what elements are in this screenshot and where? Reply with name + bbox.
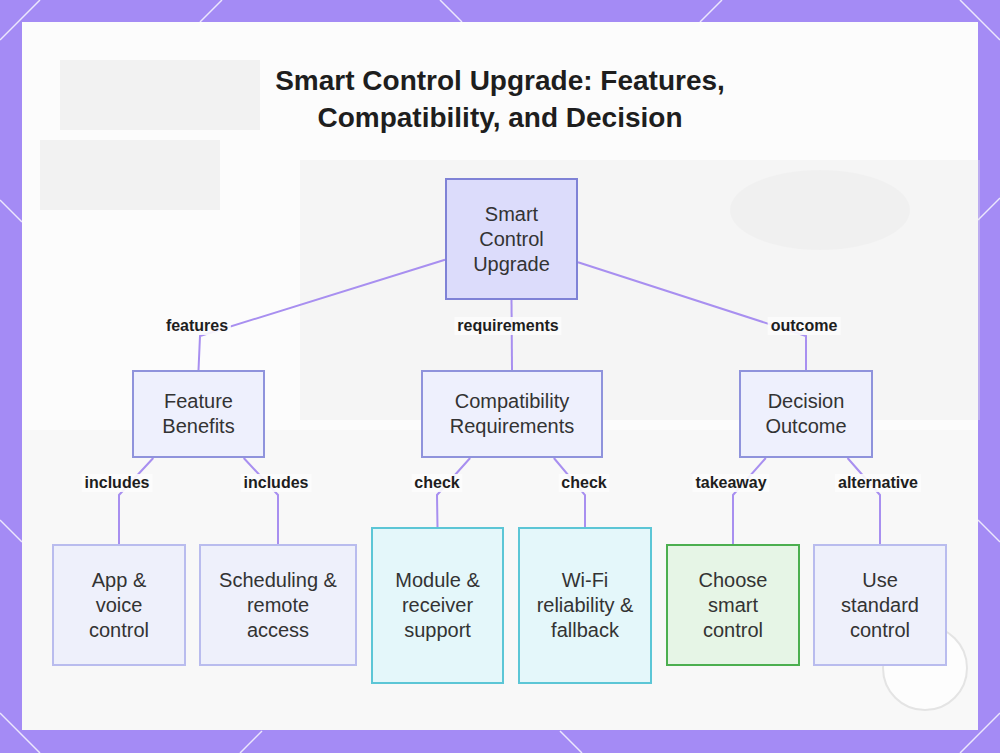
process-box: Compatibility Requirements xyxy=(421,370,603,458)
edge-label: check xyxy=(558,474,609,492)
edge-label: alternative xyxy=(835,474,921,492)
edge-label: outcome xyxy=(768,317,841,335)
edge-label: check xyxy=(411,474,462,492)
edge-label: takeaway xyxy=(692,474,769,492)
edge-label: requirements xyxy=(454,317,561,335)
node-text: Choose smart control xyxy=(681,568,785,643)
connector-line xyxy=(733,458,766,544)
edge-label: includes xyxy=(241,474,312,492)
process-box: App & voice control xyxy=(52,544,186,666)
edge-label: features xyxy=(163,317,231,335)
node-text: Module & receiver support xyxy=(386,568,489,643)
node-text: Smart Control Upgrade xyxy=(460,202,563,277)
process-box: Feature Benefits xyxy=(132,370,265,458)
node-text: Scheduling & remote access xyxy=(214,568,342,643)
node-text: Feature Benefits xyxy=(147,389,250,439)
connector-line xyxy=(437,458,470,527)
node-text: App & voice control xyxy=(67,568,171,643)
connector-line xyxy=(511,300,514,370)
node-text: Wi-Fi reliability & fallback xyxy=(533,568,637,643)
connector-line xyxy=(554,458,585,527)
takeaway-box: Choose smart control xyxy=(666,544,800,666)
node-text: Compatibility Requirements xyxy=(436,389,588,439)
edge-label: includes xyxy=(82,474,153,492)
diagram-title: Smart Control Upgrade: Features, Compati… xyxy=(230,62,770,136)
process-box: Module & receiver support xyxy=(371,527,504,684)
connector-line xyxy=(199,260,446,370)
process-box: Wi-Fi reliability & fallback xyxy=(518,527,652,684)
faded-photo xyxy=(22,60,980,730)
connector-line xyxy=(244,458,278,544)
process-box: Scheduling & remote access xyxy=(199,544,357,666)
process-box: Use standard control xyxy=(813,544,947,666)
node-text: Decision Outcome xyxy=(754,389,858,439)
process-box: Decision Outcome xyxy=(739,370,873,458)
white-panel xyxy=(22,22,978,730)
connector-line xyxy=(119,458,153,544)
connector-line xyxy=(848,458,880,544)
process-box: Smart Control Upgrade xyxy=(445,178,578,300)
node-text: Use standard control xyxy=(828,568,932,643)
